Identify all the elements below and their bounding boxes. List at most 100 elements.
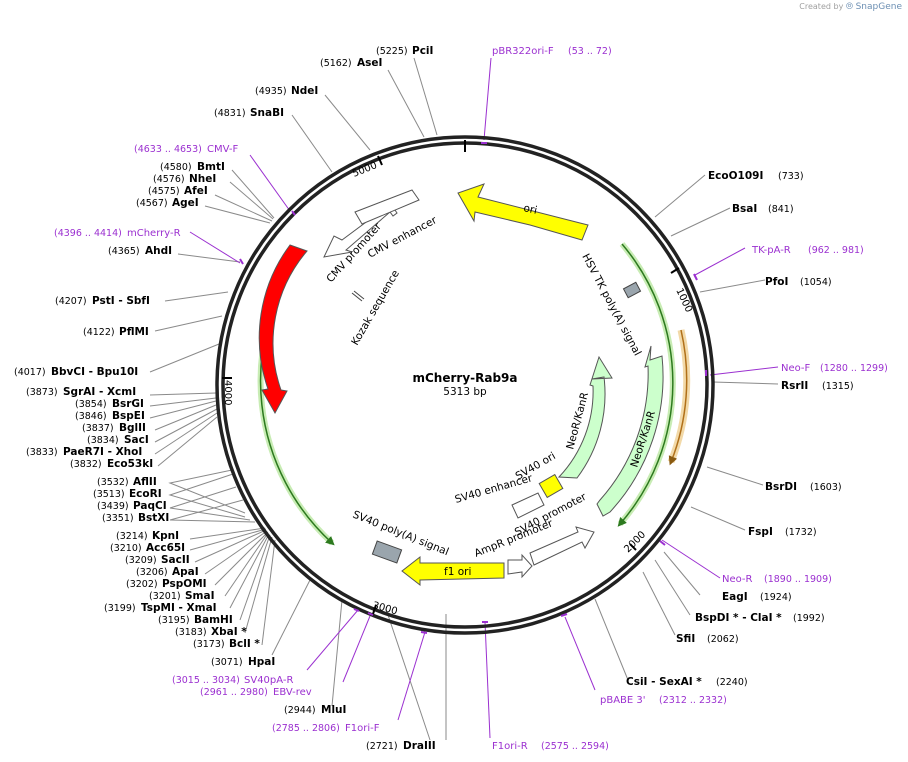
feature-kozak-label: Kozak sequence: [349, 268, 402, 347]
enzyme-pos-apai: (3206): [136, 567, 168, 578]
enzyme-pos-sfii: (2062): [707, 634, 739, 645]
enzyme-name-fspi[interactable]: FspI: [748, 526, 773, 538]
feature-sv40-ori[interactable]: [538, 473, 564, 499]
enzyme-name-paer7i[interactable]: PaeR7I - XhoI: [63, 446, 142, 458]
enzyme-name-agei[interactable]: AgeI: [172, 197, 199, 209]
enzyme-pos-xbai: (3183): [175, 627, 207, 638]
enzyme-name-bstxi[interactable]: BstXI: [138, 512, 169, 524]
enzyme-name-ahdi[interactable]: AhdI: [145, 245, 172, 257]
primer-name-neo-r[interactable]: Neo-R: [722, 574, 753, 585]
enzyme-name-smai[interactable]: SmaI: [185, 590, 215, 602]
feature-neor-kanr-inner[interactable]: [557, 355, 613, 479]
enzyme-name-xbai[interactable]: XbaI *: [211, 626, 247, 638]
enzyme-name-afei[interactable]: AfeI: [184, 185, 208, 197]
tick-marks: [222, 140, 680, 615]
enzyme-pos-agei: (4567): [136, 198, 168, 209]
enzyme-name-ndei[interactable]: NdeI: [291, 85, 318, 97]
primer-name-sv40pa-r[interactable]: SV40pA-R: [244, 675, 293, 686]
enzyme-name-acc65i[interactable]: Acc65I: [146, 542, 185, 554]
primer-name-mcherry-r[interactable]: mCherry-R: [127, 228, 181, 239]
feature-neor-kanr-outer[interactable]: [596, 345, 664, 517]
feature-f1-ori-label: f1 ori: [444, 566, 471, 578]
enzyme-name-ecori[interactable]: EcoRI: [129, 488, 162, 500]
primer-name-f1ori-f[interactable]: F1ori-F: [345, 723, 380, 734]
enzyme-name-apai[interactable]: ApaI: [172, 566, 199, 578]
enzyme-pos-bcli: (3173): [193, 639, 225, 650]
primer-name-tk-pa-r[interactable]: TK-pA-R: [751, 245, 791, 256]
enzyme-pos-psti: (4207): [55, 296, 87, 307]
enzyme-pos-bbvci: (4017): [14, 367, 46, 378]
enzyme-name-psti[interactable]: PstI - SbfI: [92, 295, 150, 307]
enzyme-name-sfii[interactable]: SfiI: [676, 633, 695, 645]
feature-sv40-promoter[interactable]: [529, 526, 595, 566]
primer-name-pbr322ori-f[interactable]: pBR322ori-F: [492, 46, 554, 57]
enzyme-name-asei[interactable]: AseI: [357, 57, 382, 69]
enzyme-name-snabi[interactable]: SnaBI: [250, 107, 284, 119]
enzyme-name-pspomi[interactable]: PspOMI: [162, 578, 207, 590]
enzyme-name-nhei[interactable]: NheI: [189, 173, 216, 185]
enzyme-name-bamhi[interactable]: BamHI: [194, 614, 233, 626]
feature-ampr-promoter[interactable]: [507, 553, 533, 579]
enzyme-name-bsai[interactable]: BsaI: [732, 203, 757, 215]
feature-ori[interactable]: [457, 183, 589, 241]
enzyme-name-pcii[interactable]: PciI: [412, 45, 433, 57]
enzyme-name-hpai[interactable]: HpaI: [248, 656, 275, 668]
enzyme-name-kpni[interactable]: KpnI: [152, 530, 179, 542]
enzyme-pos-nhei: (4576): [153, 174, 185, 185]
primer-range-mcherry-r: (4396 .. 4414): [54, 228, 122, 239]
enzyme-name-bspei[interactable]: BspEI: [112, 410, 145, 422]
enzyme-name-bsrdi[interactable]: BsrDI: [765, 481, 797, 493]
primer-range-pbabe-3: (2312 .. 2332): [659, 695, 727, 706]
enzyme-pos-bmti: (4580): [160, 162, 192, 173]
feature-hsv-tk-polya[interactable]: [622, 281, 642, 299]
enzyme-name-eco53ki[interactable]: Eco53kI: [107, 458, 153, 470]
enzyme-name-pflmi[interactable]: PflMI: [119, 326, 149, 338]
enzyme-name-bglii[interactable]: BglII: [119, 422, 146, 434]
enzyme-name-eagi[interactable]: EagI: [722, 591, 748, 603]
enzyme-name-bspdi[interactable]: BspDI * - ClaI *: [695, 612, 782, 624]
enzyme-name-bcli[interactable]: BclI *: [229, 638, 260, 650]
enzyme-pos-aflii: (3532): [97, 477, 129, 488]
enzyme-pos-bspei: (3846): [75, 411, 107, 422]
primer-name-f1ori-r[interactable]: F1ori-R: [492, 741, 528, 752]
enzyme-name-paqci[interactable]: PaqCI: [133, 500, 167, 512]
enzyme-name-tspmi[interactable]: TspMI - XmaI: [141, 602, 217, 614]
orange-track-arrow: [668, 329, 688, 466]
feature-f1-ori[interactable]: [401, 555, 505, 587]
feature-kozak[interactable]: [351, 290, 365, 302]
enzyme-name-pfoi[interactable]: PfoI: [765, 276, 788, 288]
feature-cmv-enhancer[interactable]: [354, 189, 420, 225]
enzyme-name-rsrii[interactable]: RsrII: [781, 380, 808, 392]
feature-sv40-polya[interactable]: [371, 540, 403, 564]
enzyme-name-saci[interactable]: SacI: [124, 434, 149, 446]
enzyme-labels-left: (5225) PciI (5162) AseI (4935) NdeI (483…: [14, 45, 436, 752]
primer-name-cmv-f[interactable]: CMV-F: [207, 144, 238, 155]
tick-label-4000: 4000: [222, 380, 233, 405]
enzyme-pos-bglii: (3837): [82, 423, 114, 434]
enzyme-name-bsrgi[interactable]: BsrGI: [112, 398, 144, 410]
enzyme-name-csii[interactable]: CsiI - SexAI *: [626, 676, 702, 688]
enzyme-name-eco0109i[interactable]: EcoO109I: [708, 170, 763, 182]
enzyme-pos-ndei: (4935): [255, 86, 287, 97]
primer-name-ebv-rev[interactable]: EBV-rev: [273, 687, 312, 698]
feature-sv40-enhancer[interactable]: [511, 492, 545, 519]
primer-range-f1ori-r: (2575 .. 2594): [541, 741, 609, 752]
enzyme-pos-draiii: (2721): [366, 741, 398, 752]
plasmid-length: 5313 bp: [443, 386, 487, 398]
tick-label-2000: 2000: [622, 529, 648, 555]
enzyme-name-bmti[interactable]: BmtI: [197, 161, 225, 173]
primer-name-pbabe-3[interactable]: pBABE 3': [600, 695, 646, 706]
enzyme-name-draiii[interactable]: DraIII: [403, 740, 436, 752]
enzyme-pos-pspomi: (3202): [126, 579, 158, 590]
enzyme-pos-snabi: (4831): [214, 108, 246, 119]
enzyme-name-mlui[interactable]: MluI: [321, 704, 346, 716]
enzyme-pos-paqci: (3439): [97, 501, 129, 512]
enzyme-name-sgrai[interactable]: SgrAI - XcmI: [63, 386, 136, 398]
enzyme-name-sacii[interactable]: SacII: [161, 554, 190, 566]
enzyme-name-bbvci[interactable]: BbvCI - Bpu10I: [51, 366, 138, 378]
enzyme-name-aflii[interactable]: AflII: [133, 476, 157, 488]
primer-name-neo-f[interactable]: Neo-F: [781, 363, 811, 374]
feature-mcherry2[interactable]: [258, 244, 308, 415]
enzyme-pos-saci: (3834): [87, 435, 119, 446]
primer-range-f1ori-f: (2785 .. 2806): [272, 723, 340, 734]
